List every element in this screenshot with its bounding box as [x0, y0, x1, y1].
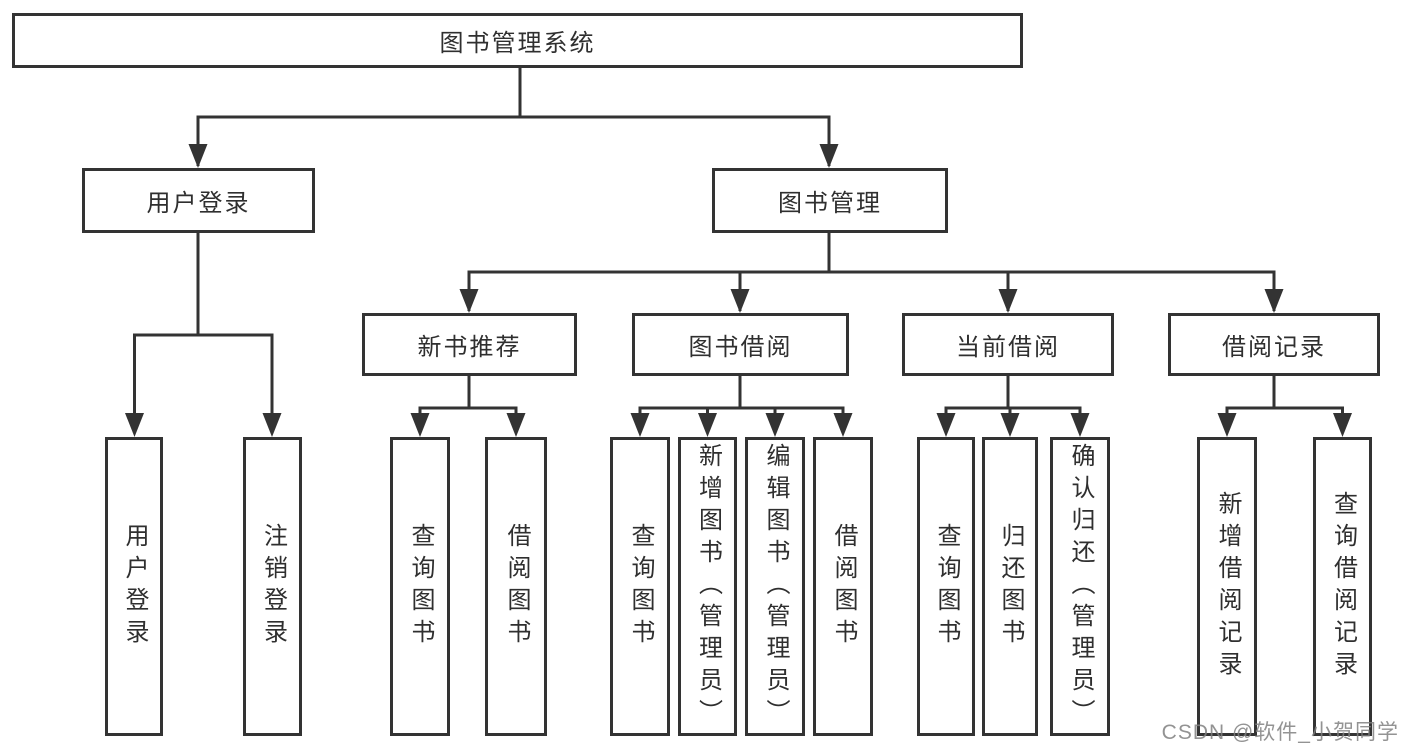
arrow-down-icon: [998, 289, 1018, 313]
arrow-down-icon: [765, 413, 785, 437]
connector-recommend-branch: [418, 376, 518, 433]
node-user-login: 用户登录: [82, 168, 315, 233]
leaf-add-book-admin: 新增图书（管理员）: [678, 437, 737, 736]
arrow-down-icon: [459, 289, 479, 313]
leaf-borrow-books: 借阅图书: [813, 437, 873, 736]
node-new-book-recommend: 新书推荐: [362, 313, 577, 376]
arrow-down-icon: [1333, 413, 1352, 437]
arrow-down-icon: [630, 413, 650, 437]
leaf-user-login: 用户登录: [105, 437, 163, 736]
arrow-down-icon: [1070, 413, 1090, 437]
arrow-down-icon: [819, 144, 839, 168]
node-root-system: 图书管理系统: [12, 13, 1023, 68]
leaf-query-borrow-record: 查询借阅记录: [1313, 437, 1372, 736]
arrow-down-icon: [1264, 289, 1284, 313]
node-book-management: 图书管理: [712, 168, 948, 233]
arrow-down-icon: [1000, 413, 1020, 437]
leaf-query-books-current: 查询图书: [917, 437, 975, 736]
connector-records-branch: [1225, 376, 1344, 433]
node-book-borrowing: 图书借阅: [632, 313, 849, 376]
connector-borrow-branch: [638, 376, 845, 433]
leaf-query-books-borrow: 查询图书: [610, 437, 670, 736]
arrow-down-icon: [262, 413, 282, 437]
arrow-down-icon: [730, 289, 750, 313]
node-current-borrowing: 当前借阅: [902, 313, 1114, 376]
leaf-add-borrow-record: 新增借阅记录: [1197, 437, 1257, 736]
arrow-down-icon: [1217, 413, 1237, 437]
leaf-query-books-recommend: 查询图书: [390, 437, 450, 736]
leaf-edit-book-admin: 编辑图书（管理员）: [745, 437, 805, 736]
leaf-logout: 注销登录: [243, 437, 302, 736]
connector-bookmgmt-to-level3: [467, 233, 1276, 311]
arrow-down-icon: [833, 413, 853, 437]
csdn-watermark: CSDN @软件_小贺同学: [1161, 721, 1399, 744]
arrow-down-icon: [698, 413, 717, 437]
connector-login-branch: [133, 233, 274, 433]
arrow-down-icon: [506, 413, 526, 437]
connector-root-to-level2: [196, 68, 831, 166]
connector-paths: [133, 68, 1344, 433]
leaf-confirm-return-admin: 确认归还（管理员）: [1050, 437, 1110, 736]
arrow-down-icon: [410, 413, 430, 437]
arrowhead-icons: [125, 144, 1352, 437]
leaf-return-book: 归还图书: [982, 437, 1038, 736]
node-borrow-records: 借阅记录: [1168, 313, 1380, 376]
arrow-down-icon: [188, 144, 208, 168]
leaf-borrow-books-recommend: 借阅图书: [485, 437, 547, 736]
arrow-down-icon: [125, 413, 144, 437]
arrow-down-icon: [936, 413, 956, 437]
